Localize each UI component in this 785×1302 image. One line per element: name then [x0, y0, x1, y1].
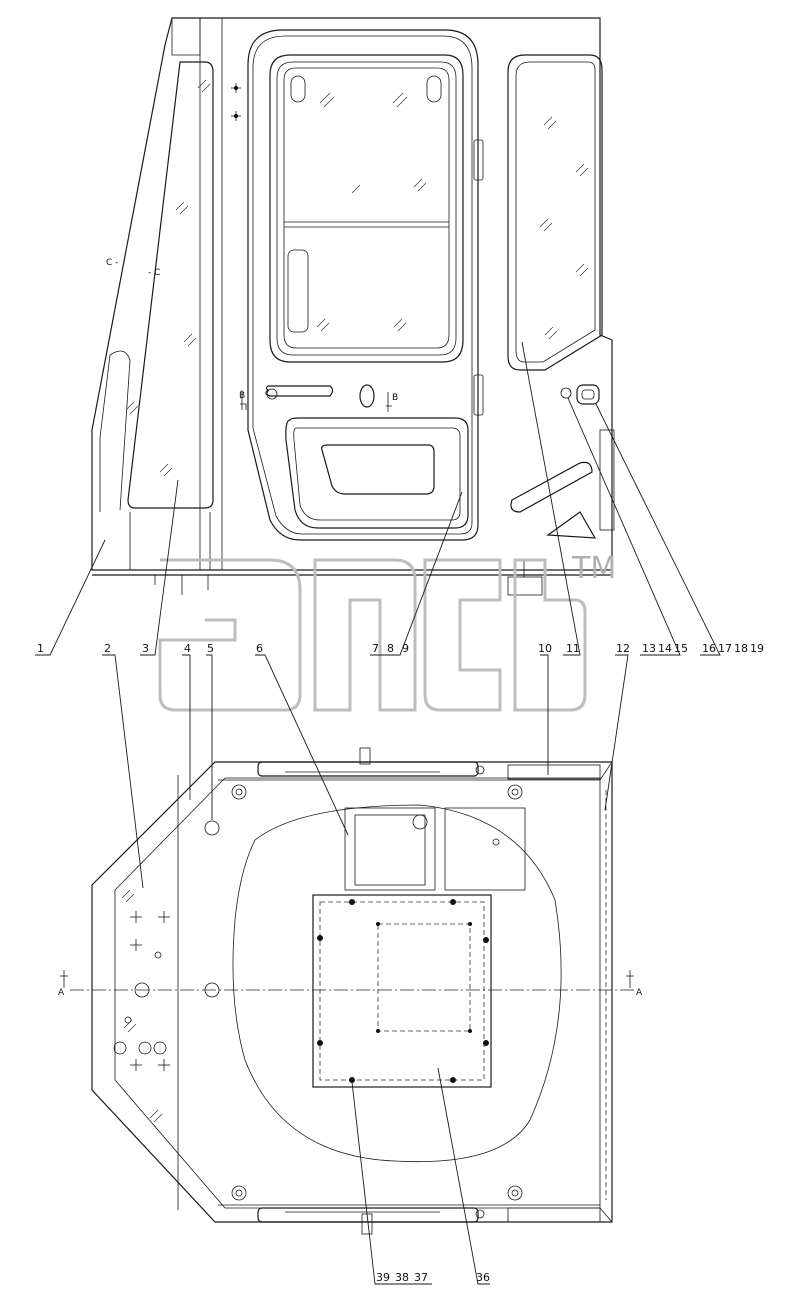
- svg-text:C -: C -: [106, 258, 118, 268]
- callout-labels: 1 2 3 4 5 6 7 8 9 10 11 12 13 14 15 16 1…: [37, 642, 764, 1284]
- callout-17: 17: [718, 642, 732, 655]
- callout-10: 10: [538, 642, 552, 655]
- rear-glass: [127, 61, 214, 509]
- leader-lines: [35, 341, 721, 1285]
- callout-12: 12: [616, 642, 630, 655]
- callout-9: 9: [402, 642, 409, 655]
- callout-15: 15: [674, 642, 688, 655]
- callout-11: 11: [566, 642, 580, 655]
- callout-5: 5: [207, 642, 214, 655]
- callout-13: 13: [642, 642, 656, 655]
- callout-3: 3: [142, 642, 149, 655]
- section-mark-a-right: A: [636, 988, 643, 998]
- callout-39: 39: [376, 1271, 390, 1284]
- section-mark-a-left: A: [58, 988, 65, 998]
- cab-plan-view: A A: [58, 747, 643, 1235]
- callout-2: 2: [104, 642, 111, 655]
- callout-6: 6: [256, 642, 263, 655]
- callout-18: 18: [734, 642, 748, 655]
- callout-36: 36: [476, 1271, 490, 1284]
- side-glass: [507, 54, 603, 371]
- svg-text:- C: - C: [148, 268, 160, 278]
- cab-side-view: C - - C: [91, 17, 615, 596]
- callout-14: 14: [658, 642, 672, 655]
- callout-38: 38: [395, 1271, 409, 1284]
- callout-4: 4: [184, 642, 191, 655]
- callout-8: 8: [387, 642, 394, 655]
- watermark-logo: TM: [158, 551, 616, 712]
- callout-16: 16: [702, 642, 716, 655]
- callout-7: 7: [372, 642, 379, 655]
- callout-1: 1: [37, 642, 44, 655]
- callout-37: 37: [414, 1271, 428, 1284]
- callout-19: 19: [750, 642, 764, 655]
- cab-door: [247, 29, 479, 541]
- seat-mount-plate: [312, 894, 492, 1088]
- section-mark-b-left: B: [239, 391, 245, 401]
- watermark-trademark: TM: [571, 551, 616, 586]
- section-mark-b-right: B: [392, 393, 398, 403]
- door-window: [269, 54, 464, 363]
